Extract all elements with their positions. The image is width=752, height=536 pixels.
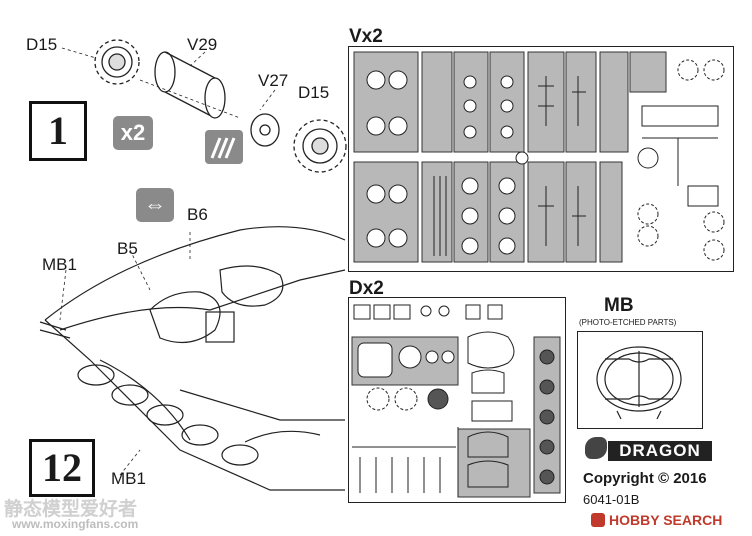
hub-cylinder-part <box>154 51 226 119</box>
watermark-site-url: www.moxingfans.com <box>12 517 139 531</box>
hobby-search-logo-mark <box>591 513 605 527</box>
brand-logo-text: DRAGON <box>619 441 701 460</box>
callout-mb1-left: MB1 <box>42 255 77 274</box>
rotate-view-icon: ⇔ <box>136 188 174 222</box>
sprue-d-title: Dx2 <box>349 278 384 299</box>
callout-mb1-bottom: MB1 <box>111 469 146 488</box>
sprue-d-layout <box>351 304 561 498</box>
callout-v29: V29 <box>187 35 218 54</box>
quantity-badge: x2 <box>113 116 153 150</box>
step12-hull-drawing <box>39 226 346 491</box>
brand-logo-mark <box>585 437 607 459</box>
sprue-v-layout <box>353 51 725 263</box>
callout-d15-top: D15 <box>26 35 58 54</box>
callout-v27: V27 <box>258 71 289 90</box>
step-number: 1 <box>48 108 68 153</box>
catalog-number: 6041-01B <box>583 492 640 507</box>
glue-icon <box>205 130 243 164</box>
quantity-label: x2 <box>120 120 146 145</box>
step-number: 12 <box>42 445 82 490</box>
callout-b5: B5 <box>117 239 138 258</box>
hobby-search-watermark: HOBBY SEARCH <box>609 512 723 528</box>
step-number-box: 1 <box>29 101 87 161</box>
step1-assembly-drawing <box>61 39 347 173</box>
callout-b6: B6 <box>187 205 208 224</box>
sprue-v-title: Vx2 <box>349 26 383 47</box>
sprocket-part-top <box>94 39 140 85</box>
sprue-mb-title: MB <box>604 295 634 316</box>
sprocket-part-right <box>293 119 347 173</box>
watermark-site-cn: 静态模型爱好者 <box>4 499 138 520</box>
brand-logo: DRAGON <box>608 441 712 461</box>
sprue-mb-subtitle: (PHOTO-ETCHED PARTS) <box>579 318 677 327</box>
photo-etched-part-outline <box>596 346 682 420</box>
cap-part <box>250 113 280 147</box>
copyright-text: Copyright © 2016 <box>583 470 707 487</box>
callout-d15-right: D15 <box>298 83 330 102</box>
step-number-box: 12 <box>29 439 95 497</box>
